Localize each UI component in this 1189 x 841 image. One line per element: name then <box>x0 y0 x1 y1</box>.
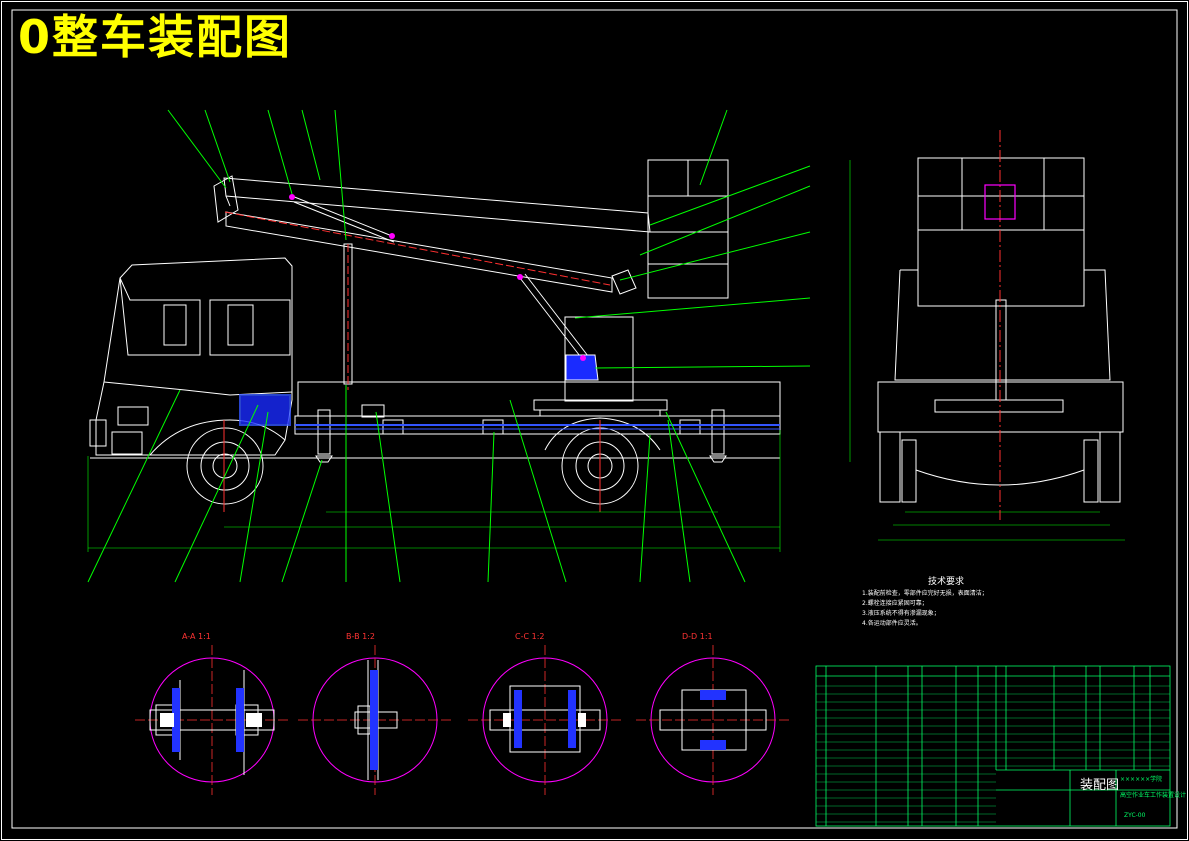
dimension-lines <box>87 160 1125 552</box>
parts-list-rows <box>816 685 1170 823</box>
section-views <box>135 645 790 795</box>
title-block-org: ××××××学院 <box>1120 776 1163 783</box>
section-label-b: B-B 1:2 <box>346 632 375 641</box>
tech-req-line-4: 4.各运动部件应灵活。 <box>862 620 922 627</box>
tech-req-line-2: 2.螺栓连接应紧固可靠； <box>862 600 928 607</box>
section-label-d: D-D 1:1 <box>682 632 713 641</box>
parts-list-table <box>815 665 1171 827</box>
title-block-name: 装配图 <box>1080 778 1120 793</box>
title-block-subtitle: 高空作业车工作装置设计 <box>1120 792 1187 799</box>
inner-frame <box>11 9 1178 829</box>
center-lines <box>223 211 611 512</box>
side-view <box>89 159 781 505</box>
section-label-c: C-C 1:2 <box>515 632 545 641</box>
tech-req-line-3: 3.液压系统不得有渗漏现象； <box>862 610 940 617</box>
rear-view-magenta <box>984 184 1016 220</box>
magenta-marks <box>289 194 586 361</box>
title-block-drawing-no: ZYC-00 <box>1124 812 1146 819</box>
technical-requirements-heading: 技术要求 <box>928 577 965 587</box>
tech-req-line-1: 1.装配前检查，零部件应完好无损，表面清洁； <box>862 590 988 597</box>
leader-lines <box>87 109 811 583</box>
section-label-a: A-A 1:1 <box>182 632 211 641</box>
drawing-title: 0整车装配图 <box>18 10 293 64</box>
hidden-lines <box>239 394 780 430</box>
